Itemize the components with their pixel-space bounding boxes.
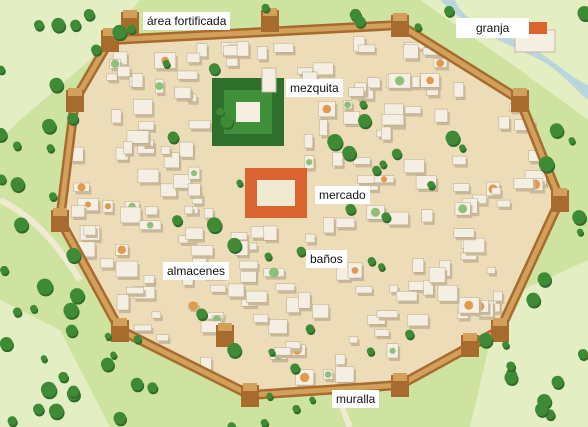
label-wall: muralla [332, 390, 380, 408]
label-farm: granja [456, 18, 530, 38]
label-baths: baños [306, 250, 347, 268]
label-warehouses: almacenes [163, 262, 230, 280]
trees [0, 3, 588, 427]
mosque-complex [212, 67, 284, 146]
label-market: mercado [315, 186, 370, 204]
road-west [0, 197, 83, 282]
field-southwest [0, 300, 110, 427]
market-square [245, 168, 307, 218]
wall-towers [51, 8, 569, 407]
label-fortified-area: área fortificada [143, 12, 231, 30]
label-mosque: mezquita [286, 79, 343, 97]
